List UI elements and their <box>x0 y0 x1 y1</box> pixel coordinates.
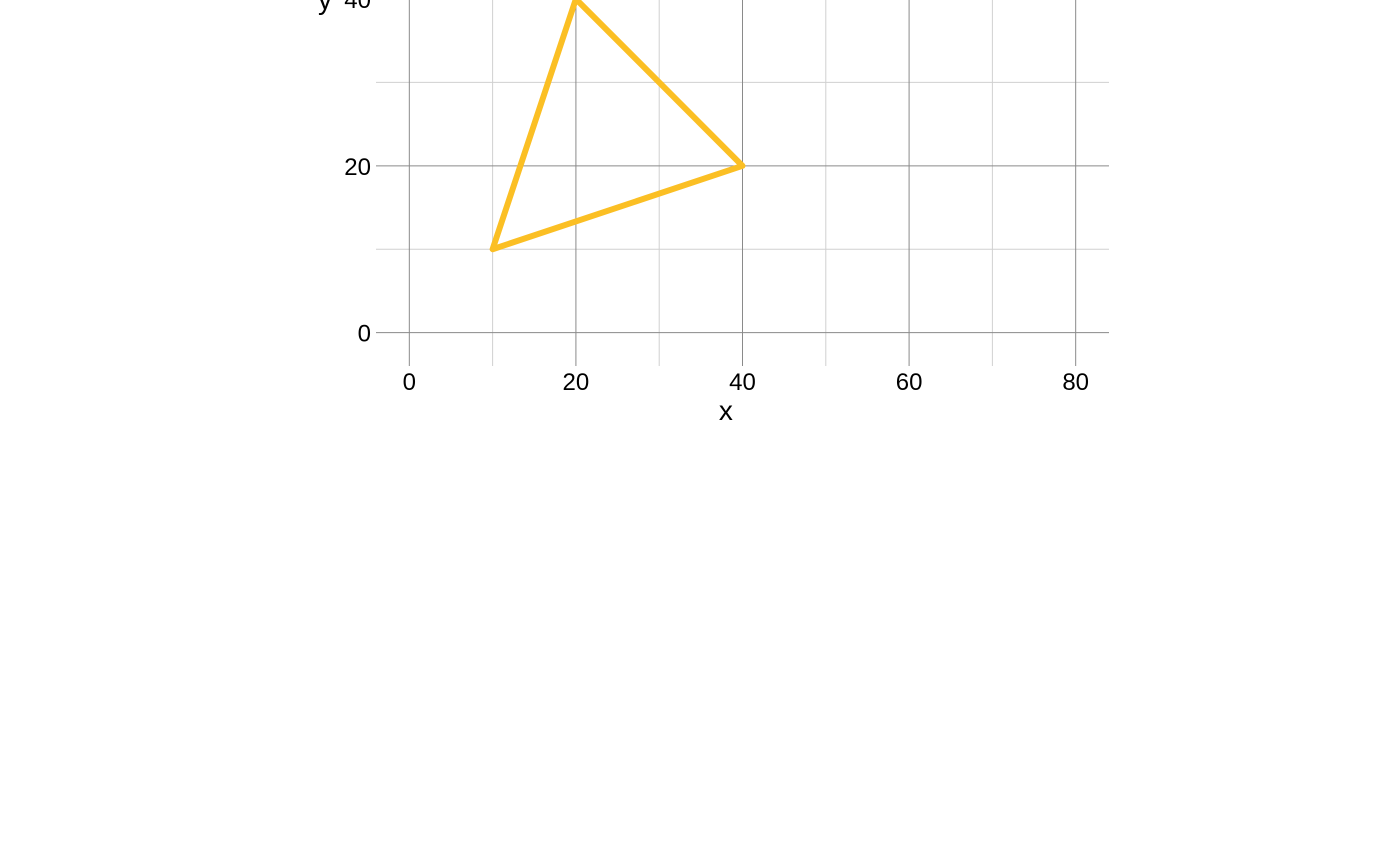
y-tick-label: 20 <box>344 154 371 181</box>
x-axis-title: x <box>719 395 733 426</box>
y-axis-ticks: 0 20 40 <box>344 0 371 348</box>
series-line <box>489 0 746 253</box>
y-tick-label: 40 <box>344 0 371 14</box>
series-layer <box>489 0 746 253</box>
x-tick-label: 60 <box>896 369 923 396</box>
x-tick-label: 40 <box>729 369 756 396</box>
y-axis-title: y <box>318 0 332 15</box>
x-tick-label: 80 <box>1062 369 1089 396</box>
x-tick-label: 0 <box>403 369 416 396</box>
x-tick-label: 20 <box>563 369 590 396</box>
grid-major <box>376 0 1109 366</box>
x-axis-ticks: 0 20 40 60 80 <box>403 369 1089 396</box>
y-tick-label: 0 <box>358 321 371 348</box>
